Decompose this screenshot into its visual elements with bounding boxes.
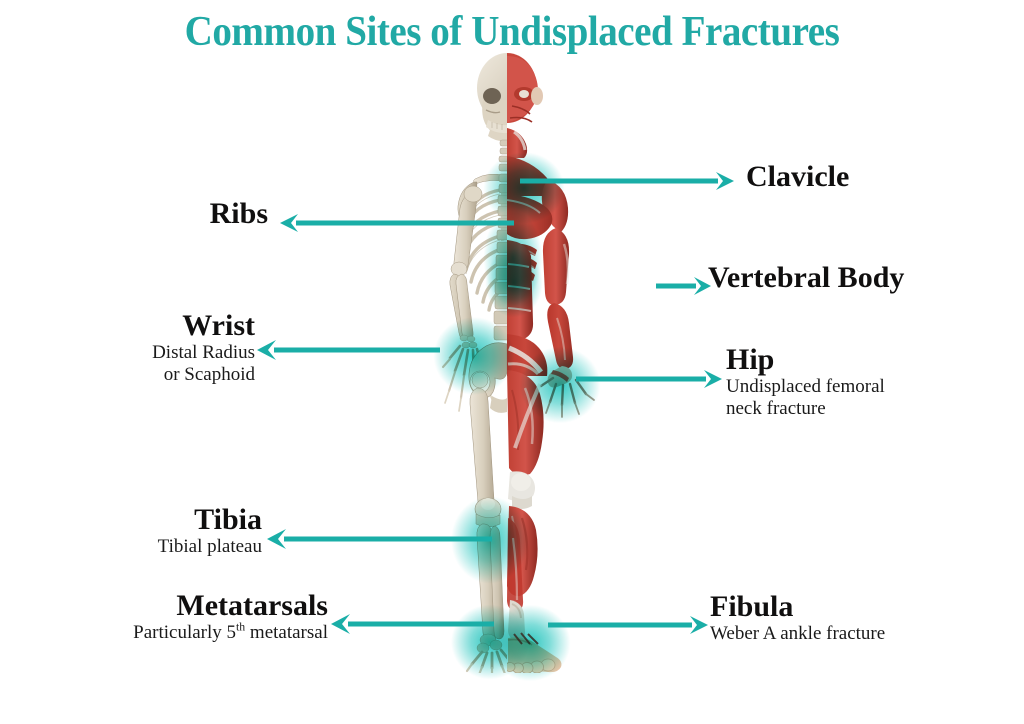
callout-clavicle: Clavicle bbox=[746, 160, 850, 193]
callout-hip-subtext-line-2: neck fracture bbox=[726, 398, 826, 419]
callout-ribs-heading: Ribs bbox=[209, 197, 268, 230]
callout-wrist-heading: Wrist bbox=[182, 309, 255, 342]
callout-metatarsals-subtext-suffix: metatarsal bbox=[245, 621, 328, 643]
arrow-tibia bbox=[266, 528, 492, 550]
callout-clavicle-heading: Clavicle bbox=[746, 160, 850, 193]
arrow-fibula bbox=[548, 614, 710, 636]
callout-vertebral-body-heading: Vertebral Body bbox=[708, 261, 905, 294]
arrow-wrist bbox=[256, 339, 440, 361]
page-title: Common Sites of Undisplaced Fractures bbox=[184, 9, 840, 55]
arrow-clavicle bbox=[520, 170, 736, 192]
callout-metatarsals-subtext-ordinal: th bbox=[236, 620, 246, 634]
callout-fibula-subtext-line-1: Weber A ankle fracture bbox=[710, 622, 886, 644]
callout-tibia-subtext-line-1: Tibial plateau bbox=[157, 535, 262, 557]
callout-vertebral-body: Vertebral Body bbox=[708, 261, 905, 294]
anatomy-figure bbox=[404, 48, 674, 692]
arrow-metatarsals bbox=[330, 613, 494, 635]
callout-fibula: Fibula Weber A ankle fracture bbox=[710, 590, 886, 645]
callout-hip: Hip Undisplaced femoral neck fracture bbox=[726, 343, 885, 420]
callout-metatarsals-heading: Metatarsals bbox=[176, 589, 328, 622]
callout-metatarsals: Metatarsals Particularly 5th metatarsal bbox=[20, 589, 328, 644]
callout-wrist-subtext-line-1: Distal Radius bbox=[152, 341, 255, 363]
callout-hip-heading: Hip bbox=[726, 343, 775, 376]
callout-metatarsals-subtext: Particularly 5th metatarsal bbox=[20, 620, 328, 644]
callout-tibia-heading: Tibia bbox=[194, 503, 262, 536]
callout-wrist: Wrist Distal Radius or Scaphoid bbox=[10, 309, 255, 386]
arrow-ribs bbox=[278, 212, 514, 234]
callout-hip-subtext-line-1: Undisplaced femoral bbox=[726, 375, 885, 397]
callout-wrist-subtext-line-2: or Scaphoid bbox=[163, 364, 255, 385]
callout-ribs: Ribs bbox=[60, 197, 268, 230]
callout-metatarsals-subtext-prefix: Particularly 5 bbox=[133, 621, 237, 643]
arrow-vertebral-body bbox=[656, 275, 712, 297]
callout-tibia: Tibia Tibial plateau bbox=[40, 503, 262, 558]
arrow-hip bbox=[576, 368, 724, 390]
callout-fibula-heading: Fibula bbox=[710, 590, 794, 623]
